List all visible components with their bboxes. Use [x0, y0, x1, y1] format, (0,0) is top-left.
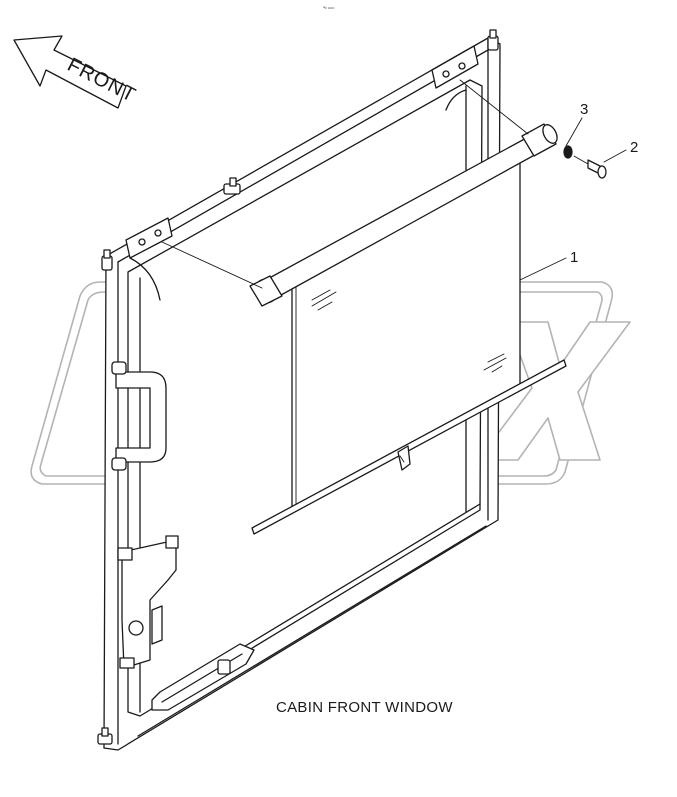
callout-2: 2: [603, 139, 638, 163]
hinge-bracket-top-left: [125, 217, 173, 259]
pull-clip: [397, 445, 411, 471]
lower-grab-handle: [151, 643, 255, 711]
callout-number-3: 3: [580, 101, 588, 118]
pin-top-right: [487, 29, 499, 51]
diagram-caption: CABIN FRONT WINDOW: [276, 699, 453, 716]
hinge-bracket-top-right: [431, 45, 479, 89]
callout-number-1: 1: [570, 249, 578, 266]
roller-end-cap-left: [249, 275, 283, 307]
callout-3: 3: [565, 101, 588, 147]
alignment-line: [161, 241, 263, 289]
callout-number-2: 2: [630, 139, 638, 156]
callout-1: 1: [519, 249, 578, 281]
front-direction-arrow: FRONT: [13, 35, 140, 109]
latch-bracket: [117, 535, 179, 669]
cabin-handle: [111, 361, 167, 471]
window-glass-assembly: [249, 123, 567, 535]
pin-mid-top: [223, 177, 241, 195]
pin-top-left: [101, 249, 113, 271]
bottom-rod: [251, 359, 567, 535]
bolt: [573, 155, 607, 179]
pin-bottom-left: [97, 727, 113, 745]
corner-mark: ªb ooo: [323, 5, 335, 10]
arrow-left-icon: [13, 35, 127, 109]
washer: [563, 145, 573, 159]
